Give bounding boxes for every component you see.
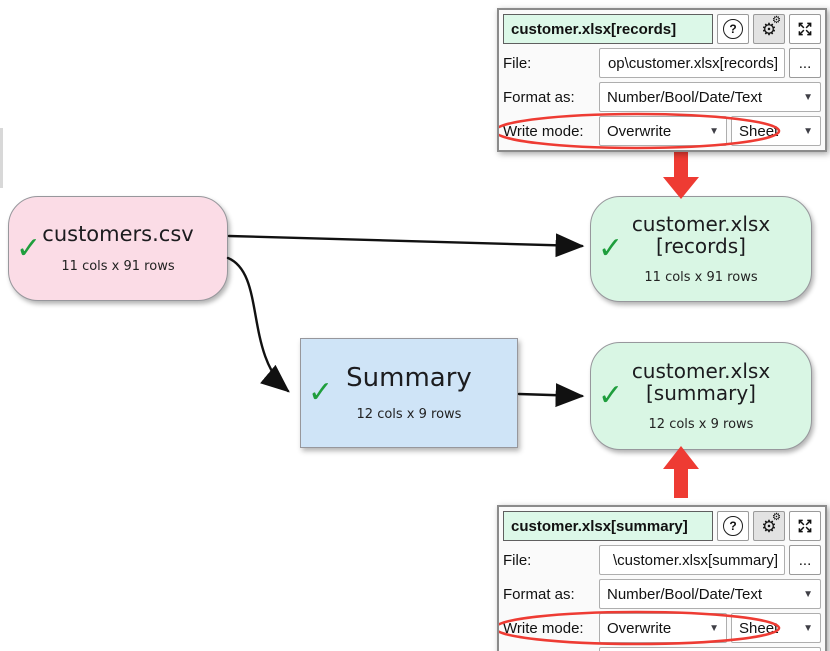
node-dimensions: 11 cols x 91 rows bbox=[644, 270, 758, 286]
node-title: customer.xlsx [summary] bbox=[631, 358, 771, 405]
edge-source-to-summary bbox=[226, 256, 290, 393]
node-customers-csv[interactable]: ✓ customers.csv 11 cols x 91 rows bbox=[8, 196, 228, 301]
gear-small-icon: ⚙ bbox=[772, 15, 781, 26]
node-dimensions: 12 cols x 9 rows bbox=[356, 406, 462, 422]
node-customer-xlsx-records[interactable]: ✓ customer.xlsx [records] 11 cols x 91 r… bbox=[590, 196, 812, 302]
annotation-arrow-up bbox=[663, 446, 699, 498]
file-label: File: bbox=[503, 551, 532, 569]
write-mode-label: Write mode: bbox=[503, 619, 584, 637]
help-icon: ? bbox=[723, 19, 743, 39]
help-button[interactable]: ? bbox=[717, 511, 749, 541]
edge-summary-to-output bbox=[517, 383, 585, 408]
panel-title: customer.xlsx[records] bbox=[503, 14, 713, 44]
gear-small-icon: ⚙ bbox=[772, 512, 781, 523]
node-title: customers.csv bbox=[42, 221, 194, 246]
success-check-icon: ✓ bbox=[16, 230, 42, 266]
expand-icon bbox=[798, 22, 812, 36]
sheet-mode-select[interactable]: Sheet ▼ bbox=[731, 116, 821, 146]
chevron-down-icon: ▼ bbox=[709, 125, 719, 137]
write-mode-select[interactable]: Overwrite ▼ bbox=[599, 613, 727, 643]
node-summary-transform[interactable]: ✓ Summary 12 cols x 9 rows bbox=[300, 338, 518, 448]
edge-source-to-records bbox=[227, 233, 585, 258]
browse-button[interactable]: ... bbox=[789, 48, 821, 78]
chevron-down-icon: ▼ bbox=[803, 125, 813, 137]
settings-button[interactable]: ⚙ ⚙ bbox=[753, 511, 785, 541]
chevron-down-icon: ▼ bbox=[803, 91, 813, 103]
format-as-label: Format as: bbox=[503, 585, 575, 603]
help-icon: ? bbox=[723, 516, 743, 536]
screen-edge-artifact bbox=[0, 128, 3, 188]
format-as-select[interactable]: Number/Bool/Date/Text ▼ bbox=[599, 82, 821, 112]
gear-icon: ⚙ bbox=[761, 19, 777, 39]
gear-icon: ⚙ bbox=[761, 516, 777, 536]
success-check-icon: ✓ bbox=[598, 231, 624, 266]
annotation-arrow-down bbox=[663, 151, 699, 199]
write-mode-select[interactable]: Overwrite ▼ bbox=[599, 116, 727, 146]
browse-button[interactable]: ... bbox=[789, 545, 821, 575]
chevron-down-icon: ▼ bbox=[803, 588, 813, 600]
file-path-input[interactable]: \customer.xlsx[summary] bbox=[599, 545, 785, 575]
node-dimensions: 12 cols x 9 rows bbox=[648, 417, 754, 433]
sheet-mode-select[interactable]: Sheet ▼ bbox=[731, 613, 821, 643]
expand-button[interactable] bbox=[789, 14, 821, 44]
settings-button[interactable]: ⚙ ⚙ bbox=[753, 14, 785, 44]
clipped-next-field bbox=[599, 150, 821, 152]
success-check-icon: ✓ bbox=[308, 375, 334, 410]
node-dimensions: 11 cols x 91 rows bbox=[61, 259, 175, 275]
node-title: customer.xlsx [records] bbox=[631, 211, 771, 258]
format-as-label: Format as: bbox=[503, 88, 575, 106]
node-customer-xlsx-summary[interactable]: ✓ customer.xlsx [summary] 12 cols x 9 ro… bbox=[590, 342, 812, 450]
write-mode-label: Write mode: bbox=[503, 122, 584, 140]
help-button[interactable]: ? bbox=[717, 14, 749, 44]
format-as-select[interactable]: Number/Bool/Date/Text ▼ bbox=[599, 579, 821, 609]
expand-button[interactable] bbox=[789, 511, 821, 541]
properties-panel-records: customer.xlsx[records] ? ⚙ ⚙ File: op\cu… bbox=[497, 8, 827, 152]
success-check-icon: ✓ bbox=[598, 378, 624, 413]
properties-panel-summary: customer.xlsx[summary] ? ⚙ ⚙ File: \cust… bbox=[497, 505, 827, 651]
node-title: Summary bbox=[346, 363, 472, 394]
file-label: File: bbox=[503, 54, 532, 72]
chevron-down-icon: ▼ bbox=[803, 622, 813, 634]
panel-title: customer.xlsx[summary] bbox=[503, 511, 713, 541]
file-path-input[interactable]: op\customer.xlsx[records] bbox=[599, 48, 785, 78]
clipped-next-field bbox=[599, 647, 821, 651]
expand-icon bbox=[798, 519, 812, 533]
chevron-down-icon: ▼ bbox=[709, 622, 719, 634]
